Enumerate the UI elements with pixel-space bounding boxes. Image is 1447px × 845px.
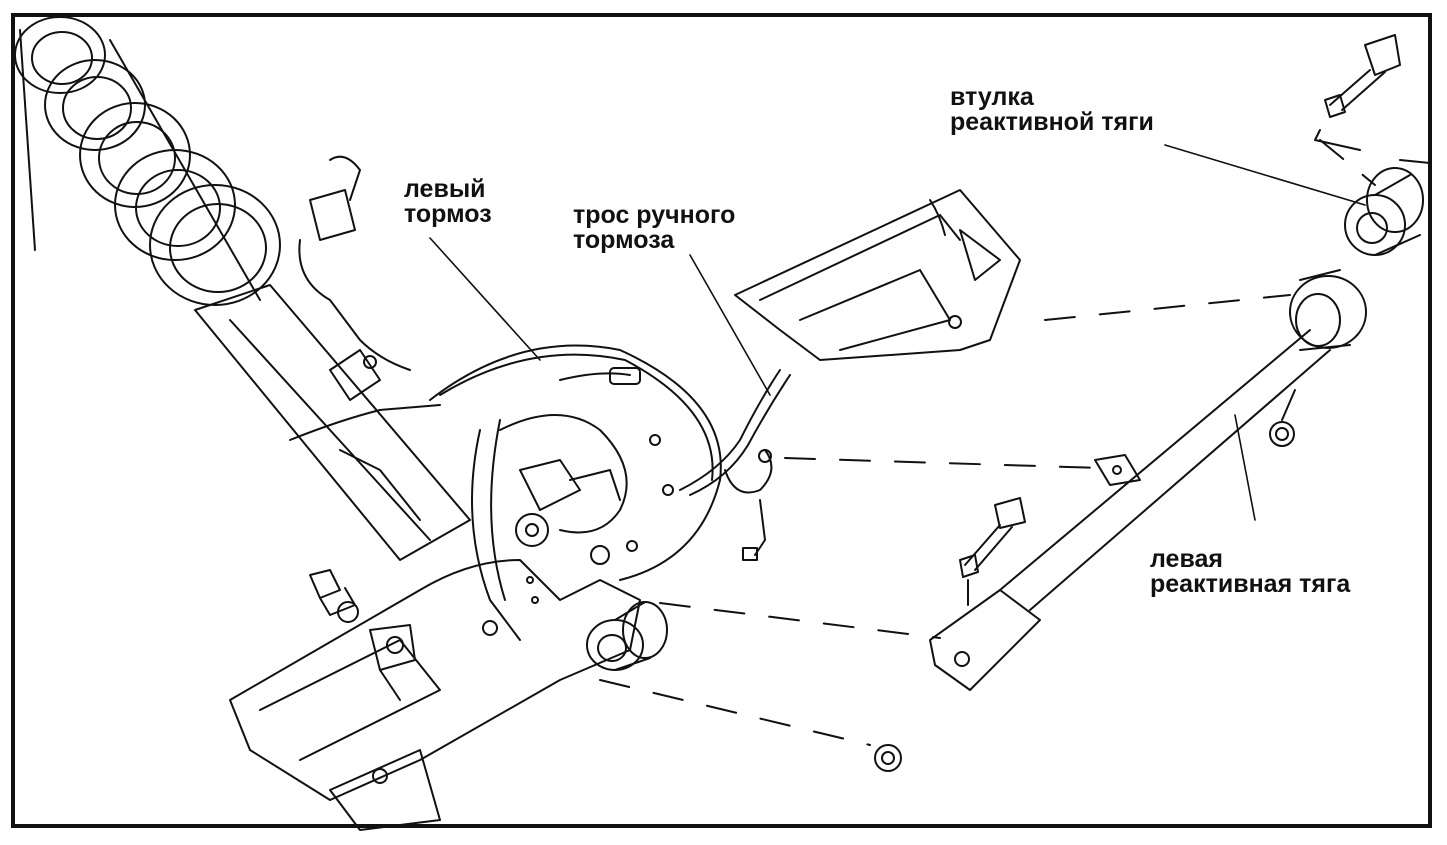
leader-lines (429, 144, 1366, 521)
label-link-bushing: втулка реактивной тяги (950, 85, 1154, 135)
coil-spring (14, 16, 281, 306)
leader-trailing-link (1234, 414, 1256, 521)
shock-absorber (194, 284, 471, 561)
label-left-brake-line1: левый (404, 175, 486, 203)
label-handbrake-cable-line1: трос ручного (573, 201, 736, 229)
rear-knuckle-arm (229, 419, 641, 831)
label-link-bushing-line2: реактивной тяги (950, 108, 1154, 136)
assembly-dash-lines (599, 139, 1376, 746)
label-link-bushing-line1: втулка (950, 83, 1034, 111)
label-left-trailing-link-line2: реактивная тяга (1150, 570, 1351, 598)
link-lower-bolt (959, 497, 1026, 606)
knuckle-bushing (586, 601, 668, 671)
nut-bottom (874, 744, 902, 772)
label-left-trailing-link-line1: левая (1150, 545, 1223, 573)
leader-handbrake-cable (689, 254, 771, 396)
leader-link-bushing (1164, 144, 1366, 206)
leader-left-brake (429, 237, 541, 361)
label-handbrake-cable-line2: тормоза (573, 226, 675, 254)
knuckle-bolts (309, 569, 416, 701)
link-bolt (1314, 34, 1431, 164)
link-bushing-part (1344, 167, 1424, 256)
handbrake-cable (679, 369, 791, 561)
body-mounting-bracket (734, 189, 1021, 361)
label-left-brake-line2: тормоз (404, 200, 492, 228)
nut-right (1269, 389, 1296, 447)
label-left-brake: левый тормоз (404, 177, 492, 227)
brake-backing-plate (429, 344, 722, 581)
trailing-link (929, 269, 1367, 691)
wheel-hub-assembly (499, 367, 641, 565)
diagram-frame (11, 13, 1432, 828)
brake-line-bracket (289, 155, 441, 441)
label-handbrake-cable: трос ручного тормоза (573, 203, 735, 253)
label-left-trailing-link: левая реактивная тяга (1150, 547, 1350, 597)
